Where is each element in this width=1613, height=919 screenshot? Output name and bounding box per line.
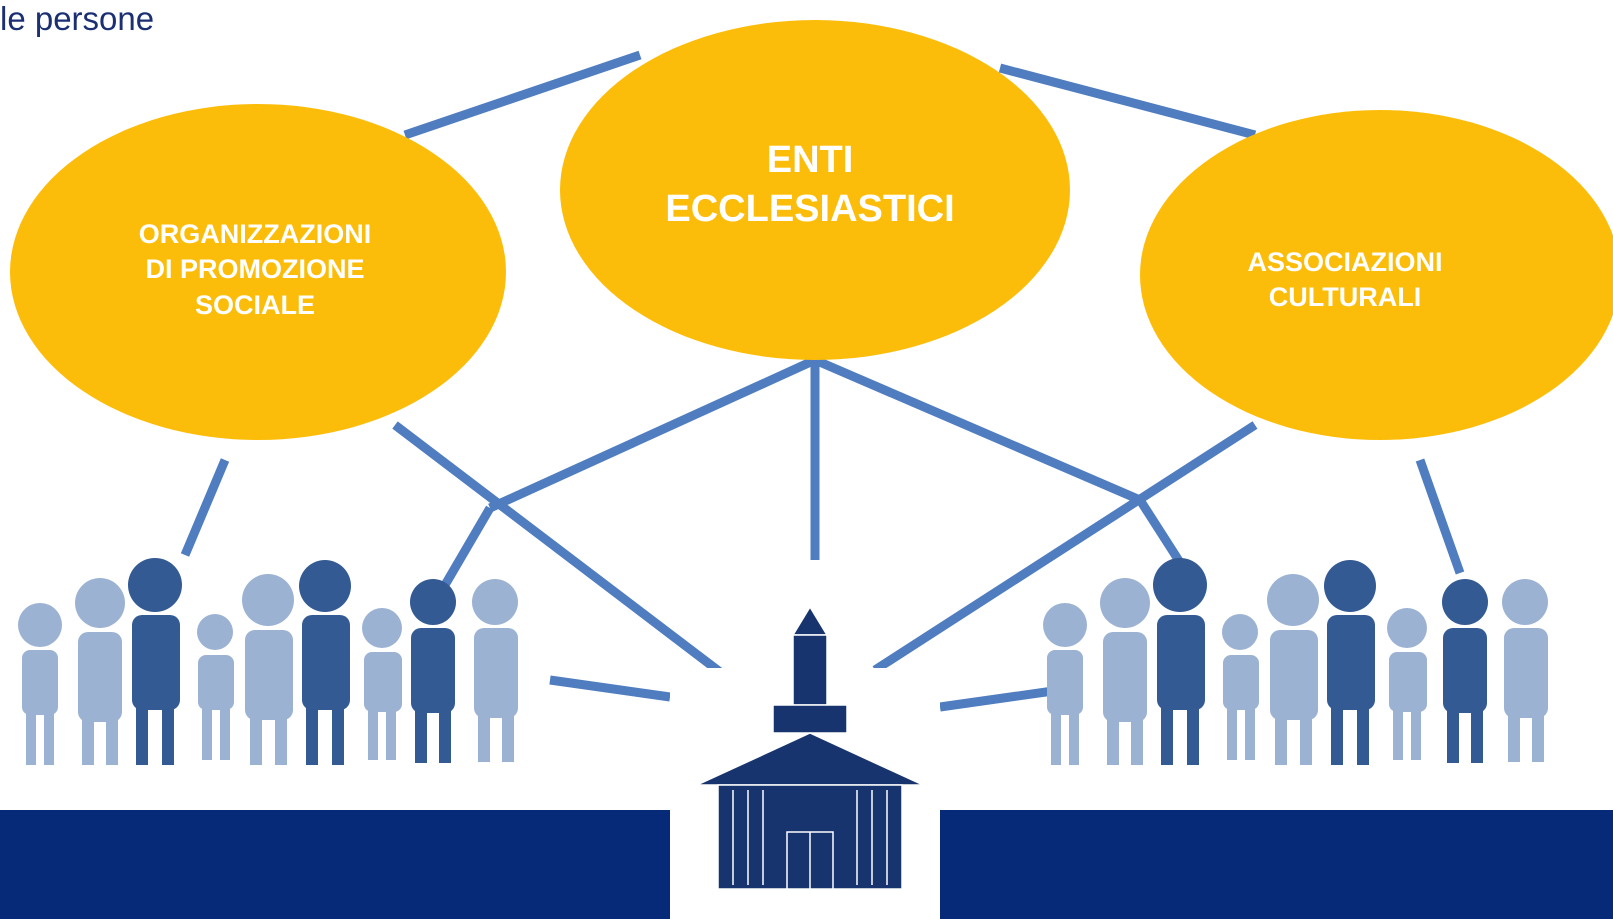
connector-left-people [180, 458, 230, 557]
node-ellipse-right [1140, 110, 1613, 440]
page-heading: le persone [0, 0, 155, 37]
connector-people-right-church [939, 685, 1061, 712]
connector-center-people-right [813, 355, 1142, 505]
church-icon [670, 605, 940, 890]
node-ellipse-center [560, 20, 1070, 360]
connector-people-left-church [549, 675, 671, 702]
connector-left-center [403, 50, 642, 140]
base-bar-right [940, 810, 1613, 919]
connectors [180, 50, 1465, 712]
connector-left-church [392, 421, 723, 676]
connector-right-people [1415, 458, 1465, 575]
node-label-organizzazioni: ORGANIZZAZIONI DI PROMOZIONE SOCIALE [138, 219, 372, 320]
connector-center-people-left [488, 355, 817, 513]
people-group-icon-right [1043, 558, 1548, 765]
people-group-icon-left [18, 558, 518, 765]
connector-cross-left-people [441, 505, 494, 588]
node-label-enti-ecclesiastici: ENTI ECCLESIASTICI [665, 138, 955, 230]
connector-center-right [998, 63, 1257, 140]
node-ellipse-left [10, 104, 506, 440]
base-bar-left [0, 810, 670, 919]
connector-right-church [872, 421, 1258, 674]
node-label-associazioni: ASSOCIAZIONI CULTURALI [1247, 246, 1443, 312]
